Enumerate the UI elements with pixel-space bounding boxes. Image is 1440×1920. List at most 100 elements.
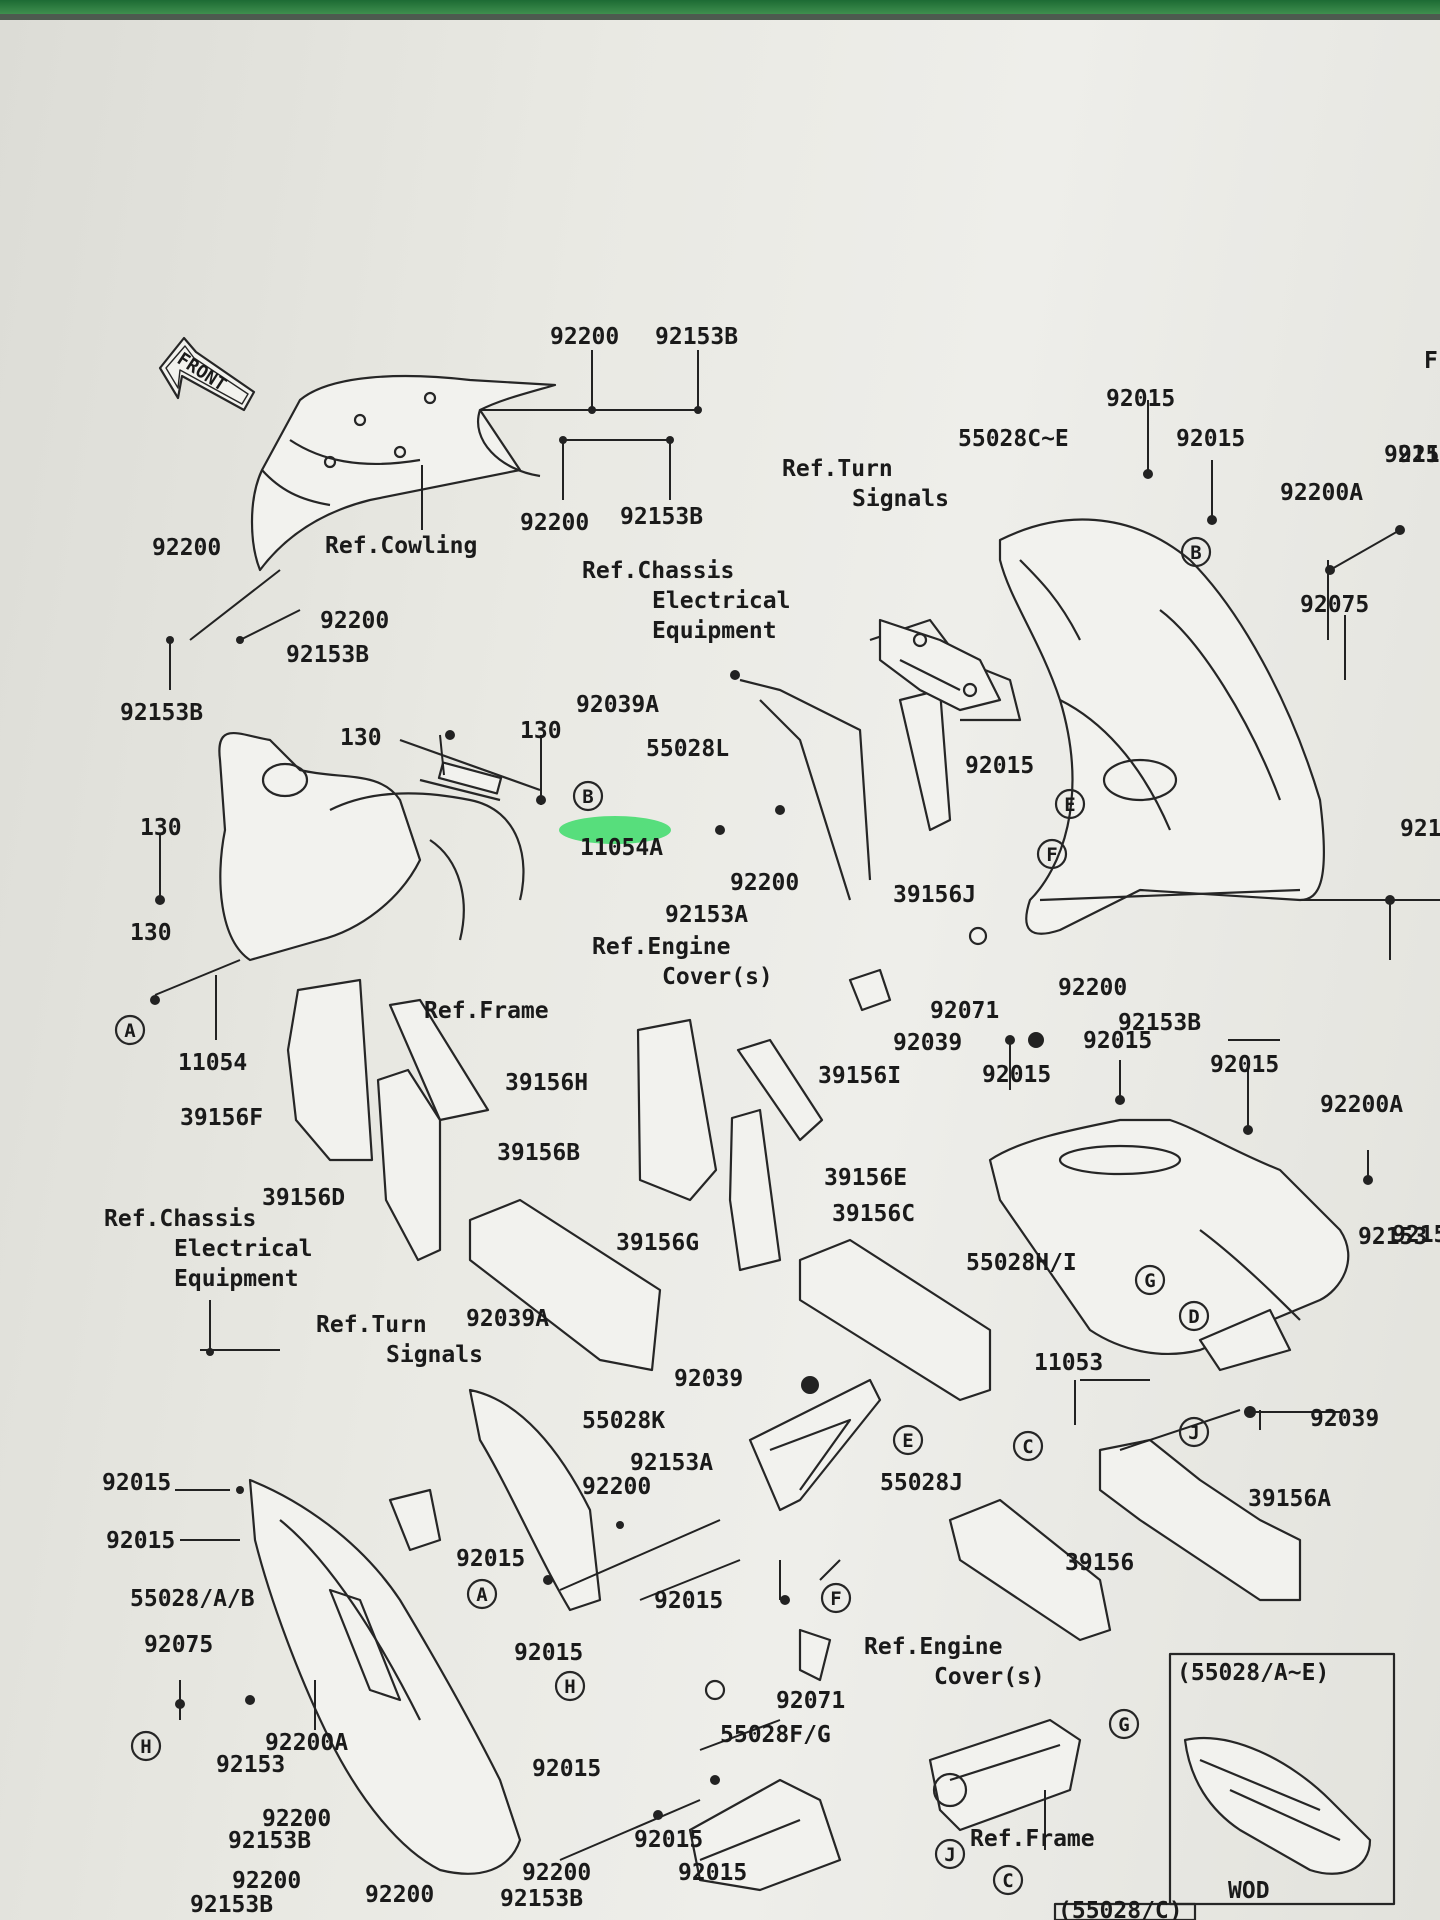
part-number-label: 92153	[1384, 442, 1440, 468]
callout-circle-f: F	[820, 1582, 852, 1614]
upper-cowling-part	[250, 374, 557, 572]
part-number-label: 92153A	[665, 902, 748, 928]
lower-frame-bracket-part	[928, 1718, 1082, 1832]
part-number-label: 130	[340, 725, 382, 751]
part-number-label: 92075	[144, 1632, 213, 1658]
part-number-label: 92200	[365, 1882, 434, 1908]
part-number-label: 92015	[1176, 426, 1245, 452]
highlight-mark	[559, 816, 671, 844]
part-number-label: 92039	[893, 1030, 962, 1056]
part-number-label: 92015	[514, 1640, 583, 1666]
fastener-dots	[150, 406, 1405, 1820]
part-number-label: 92015	[106, 1528, 175, 1554]
part-number-label: 92153	[216, 1752, 285, 1778]
lower-center-small-parts	[688, 1628, 842, 1892]
part-number-label: 55028J	[880, 1470, 963, 1496]
part-number-label: 92015	[1106, 386, 1175, 412]
part-number-label: 92153B	[190, 1892, 273, 1918]
part-number-label: 92153B	[500, 1886, 583, 1912]
part-number-label: 92075	[1300, 592, 1369, 618]
callout-circle-j: J	[1178, 1416, 1210, 1448]
callout-circle-h: H	[130, 1730, 162, 1762]
callout-circle-c: C	[992, 1864, 1024, 1896]
callout-circle-g: G	[1108, 1708, 1140, 1740]
inset-title: (55028/A~E)	[1177, 1660, 1329, 1686]
part-number-label: 92015	[634, 1827, 703, 1853]
foam-pads-left	[286, 978, 718, 1372]
part-number-label: 39156D	[262, 1185, 345, 1211]
part-number-label: 92015	[456, 1546, 525, 1572]
part-number-label: 92153B	[120, 700, 203, 726]
part-number-label: 92200	[152, 535, 221, 561]
part-number-label: 11054	[178, 1050, 247, 1076]
svg-text:C: C	[1002, 1870, 1013, 1892]
part-number-label: 39156G	[616, 1230, 699, 1256]
right-side-fairing-part	[998, 518, 1326, 935]
part-number-label: 92015	[1210, 1052, 1279, 1078]
part-number-label: 92015	[654, 1588, 723, 1614]
part-number-label: 39156E	[824, 1165, 907, 1191]
front-arrow-icon: FRONT	[158, 336, 256, 412]
turn-signal-bracket-upper	[878, 618, 1002, 712]
callout-circle-h: H	[554, 1670, 586, 1702]
reference-label: Ref.Cowling	[325, 533, 477, 559]
part-number-label: 92071	[930, 998, 999, 1024]
edge-fragment-label: 9215	[1392, 1222, 1440, 1248]
inset-box	[1053, 1652, 1396, 1920]
part-number-label: 39156	[1065, 1550, 1134, 1576]
part-number-label: 92039	[674, 1366, 743, 1392]
part-number-label: 39156H	[505, 1070, 588, 1096]
callout-circle-e: E	[1054, 788, 1086, 820]
part-number-label: 55028L	[646, 736, 729, 762]
svg-text:B: B	[582, 786, 593, 808]
reference-label: Ref.Frame	[970, 1826, 1095, 1852]
part-number-label: 92153B	[1118, 1010, 1201, 1036]
part-number-label: 92200	[730, 870, 799, 896]
edge-fragment-label: 9215	[1398, 442, 1440, 468]
screen-top-edge	[0, 0, 1440, 14]
callout-circle-d: D	[1178, 1300, 1210, 1332]
lower-under-cowl-part	[988, 1118, 1350, 1372]
part-number-label: 92039A	[576, 692, 659, 718]
svg-text:A: A	[124, 1020, 136, 1042]
part-number-label: 92200	[262, 1806, 331, 1832]
part-number-label: 39156I	[818, 1063, 901, 1089]
screen-bezel	[0, 14, 1440, 20]
part-number-label: 55028/A/B	[130, 1586, 255, 1612]
part-number-label: 92039	[1310, 1406, 1379, 1432]
svg-text:J: J	[944, 1844, 955, 1866]
part-number-label: 11053	[1034, 1350, 1103, 1376]
part-number-label: 92015	[1083, 1028, 1152, 1054]
svg-text:E: E	[1064, 794, 1075, 816]
part-number-label: 39156A	[1248, 1486, 1331, 1512]
lower-bracket-center	[748, 1376, 882, 1512]
edge-fragment-label: F	[1424, 348, 1438, 374]
part-number-label: 92153B	[286, 642, 369, 668]
svg-text:H: H	[564, 1676, 575, 1698]
svg-text:E: E	[902, 1430, 913, 1452]
svg-text:B: B	[1190, 542, 1201, 564]
svg-text:D: D	[1188, 1306, 1199, 1328]
part-number-label: 130	[130, 920, 172, 946]
part-number-label: 92153B	[620, 504, 703, 530]
part-number-label: 130	[520, 718, 562, 744]
svg-text:C: C	[1022, 1436, 1033, 1458]
svg-text:F: F	[830, 1588, 841, 1610]
part-number-label: 92200	[582, 1474, 651, 1500]
part-number-label: 92200	[550, 324, 619, 350]
part-number-label: 92200A	[1320, 1092, 1403, 1118]
part-number-label: 92153B	[655, 324, 738, 350]
part-number-label: 55028K	[582, 1408, 665, 1434]
callout-circle-a: A	[466, 1578, 498, 1610]
part-number-label: 92015	[965, 753, 1034, 779]
leader-lines	[154, 350, 1440, 1861]
svg-text:G: G	[1118, 1714, 1129, 1736]
